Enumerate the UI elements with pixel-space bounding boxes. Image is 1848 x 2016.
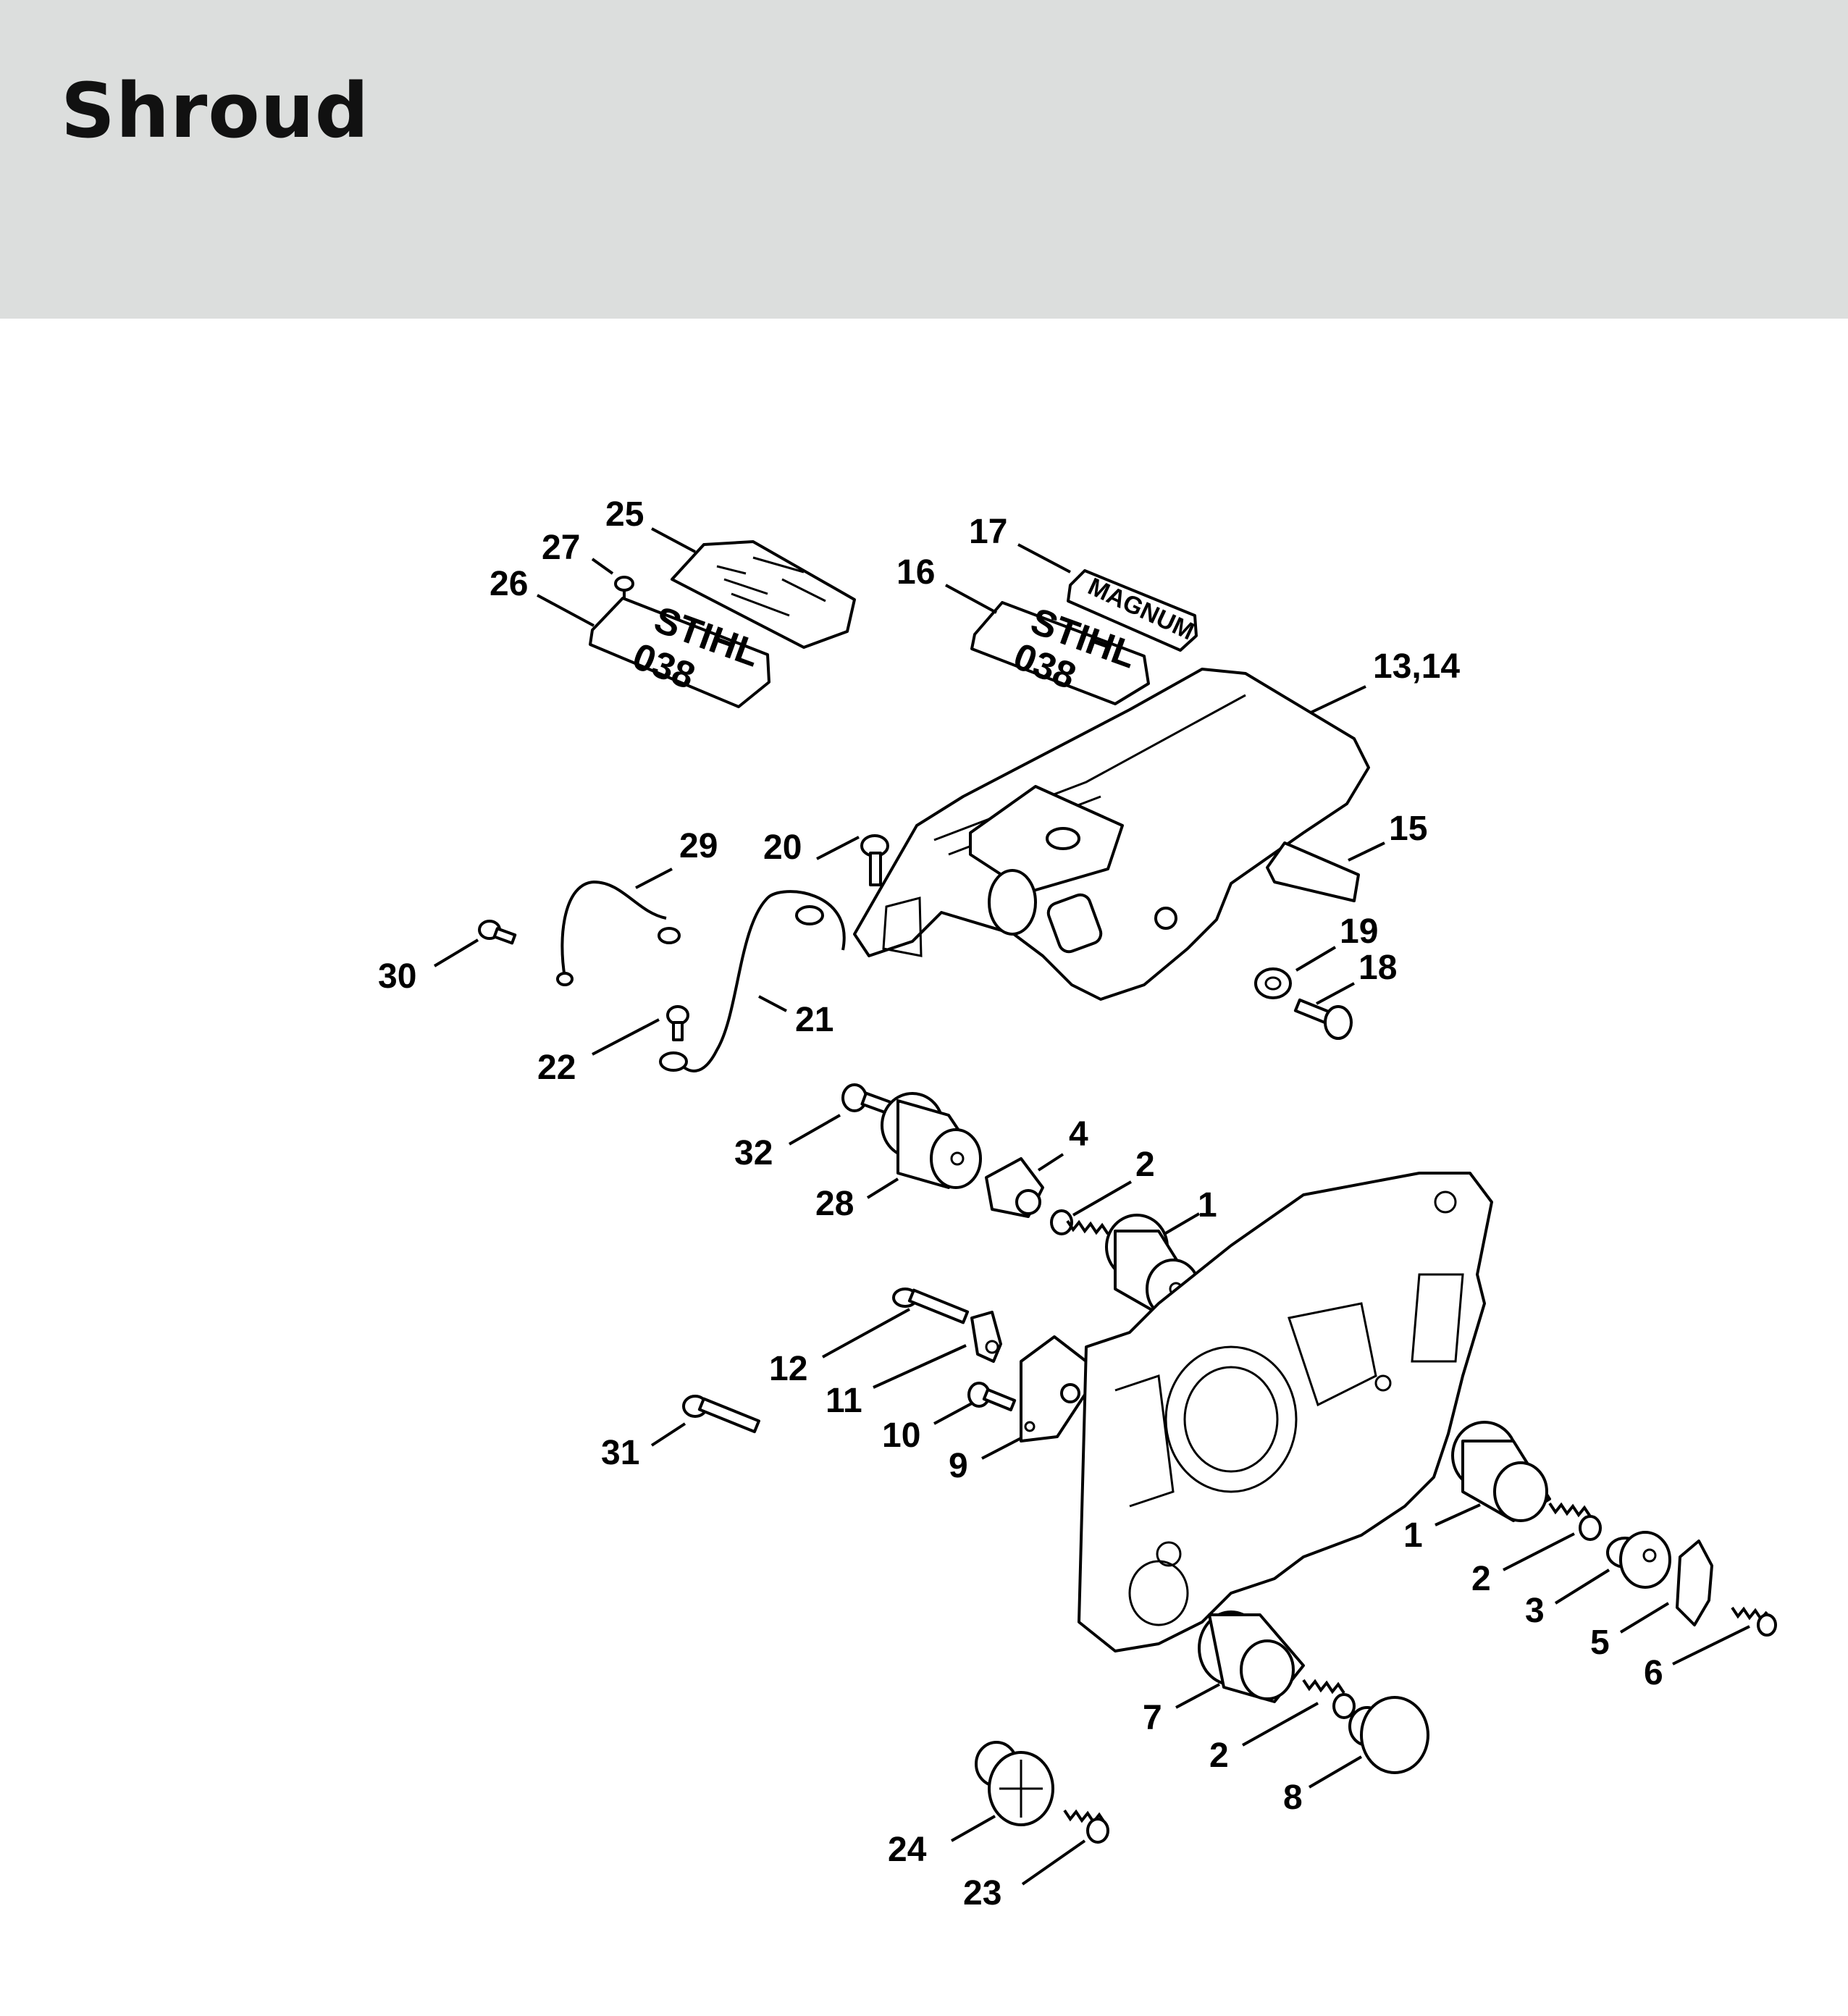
part-26-stihl-038-decal: STIHL 038 xyxy=(589,597,770,708)
callout-8: 8 xyxy=(1283,1778,1303,1817)
callout-13-14: 13,14 xyxy=(1373,647,1460,686)
callout-2-b: 2 xyxy=(1471,1560,1491,1598)
callout-3: 3 xyxy=(1525,1592,1545,1630)
part-12-bolt xyxy=(892,1288,970,1324)
callout-26: 26 xyxy=(490,565,528,603)
part-4-bracket xyxy=(985,1157,1044,1218)
callout-1-b: 1 xyxy=(1403,1516,1423,1555)
part-31-bolt xyxy=(682,1395,760,1434)
callout-18: 18 xyxy=(1358,949,1397,987)
part-8-cap xyxy=(1348,1696,1429,1774)
part-7-buffer xyxy=(1198,1610,1305,1703)
crankcase-housing xyxy=(1078,1172,1493,1652)
callout-10: 10 xyxy=(882,1416,920,1455)
part-18-screw xyxy=(1293,998,1353,1040)
part-21-wire xyxy=(659,890,846,1072)
callout-27: 27 xyxy=(542,529,580,567)
part-24-grommet xyxy=(975,1741,1054,1826)
part-29-ground-wire xyxy=(556,880,681,986)
part-3-washer xyxy=(1606,1531,1671,1589)
callout-16: 16 xyxy=(896,553,935,592)
callout-9: 9 xyxy=(949,1447,968,1485)
callout-31: 31 xyxy=(601,1434,639,1472)
callout-23: 23 xyxy=(963,1874,1001,1912)
part-20-screw xyxy=(860,834,889,886)
part-1-buffer-b xyxy=(1451,1421,1551,1522)
callout-2-c: 2 xyxy=(1209,1736,1229,1775)
callout-2-a: 2 xyxy=(1135,1146,1155,1184)
callout-30: 30 xyxy=(378,957,416,996)
callout-19: 19 xyxy=(1340,912,1378,951)
callout-21: 21 xyxy=(795,1001,833,1039)
callout-32: 32 xyxy=(734,1134,773,1172)
callout-22: 22 xyxy=(537,1049,576,1087)
callout-17: 17 xyxy=(969,513,1007,551)
part-30-screw xyxy=(478,920,517,945)
part-2-spring-a xyxy=(1050,1209,1109,1235)
part-15-foam-pad xyxy=(1266,841,1360,902)
part-2-spring-b xyxy=(1548,1502,1602,1541)
callout-12: 12 xyxy=(769,1350,807,1388)
part-13-14-shroud xyxy=(853,668,1370,1001)
callout-29: 29 xyxy=(679,827,718,865)
part-10-screw xyxy=(967,1382,1017,1411)
part-23-spring xyxy=(1063,1809,1109,1844)
callout-20: 20 xyxy=(763,828,802,867)
part-5-bracket xyxy=(1676,1540,1713,1626)
part-9-cover-plate xyxy=(1020,1335,1089,1442)
callout-11: 11 xyxy=(826,1382,862,1420)
callout-28: 28 xyxy=(815,1185,854,1223)
callout-5: 5 xyxy=(1590,1624,1610,1662)
page-title: Shroud xyxy=(61,67,370,155)
callout-7: 7 xyxy=(1143,1699,1162,1737)
callout-24: 24 xyxy=(888,1831,927,1869)
part-28-buffer xyxy=(881,1092,982,1189)
callout-labels: 25 27 26 17 16 13,14 15 29 20 30 19 18 2… xyxy=(378,495,1663,1912)
part-25-decal-plate xyxy=(671,540,856,649)
callout-15: 15 xyxy=(1389,810,1427,848)
part-11-clip xyxy=(970,1311,1002,1363)
part-22-screw xyxy=(666,1005,689,1041)
part-19-nut xyxy=(1254,967,1292,999)
callout-6: 6 xyxy=(1644,1654,1663,1692)
callout-25: 25 xyxy=(605,495,644,534)
callout-4: 4 xyxy=(1069,1115,1088,1154)
part-6-spring xyxy=(1731,1606,1777,1637)
part-2-spring-c xyxy=(1302,1679,1356,1719)
leader-lines xyxy=(433,527,1750,1886)
callout-1-a: 1 xyxy=(1198,1186,1217,1225)
header-band xyxy=(0,0,1848,319)
